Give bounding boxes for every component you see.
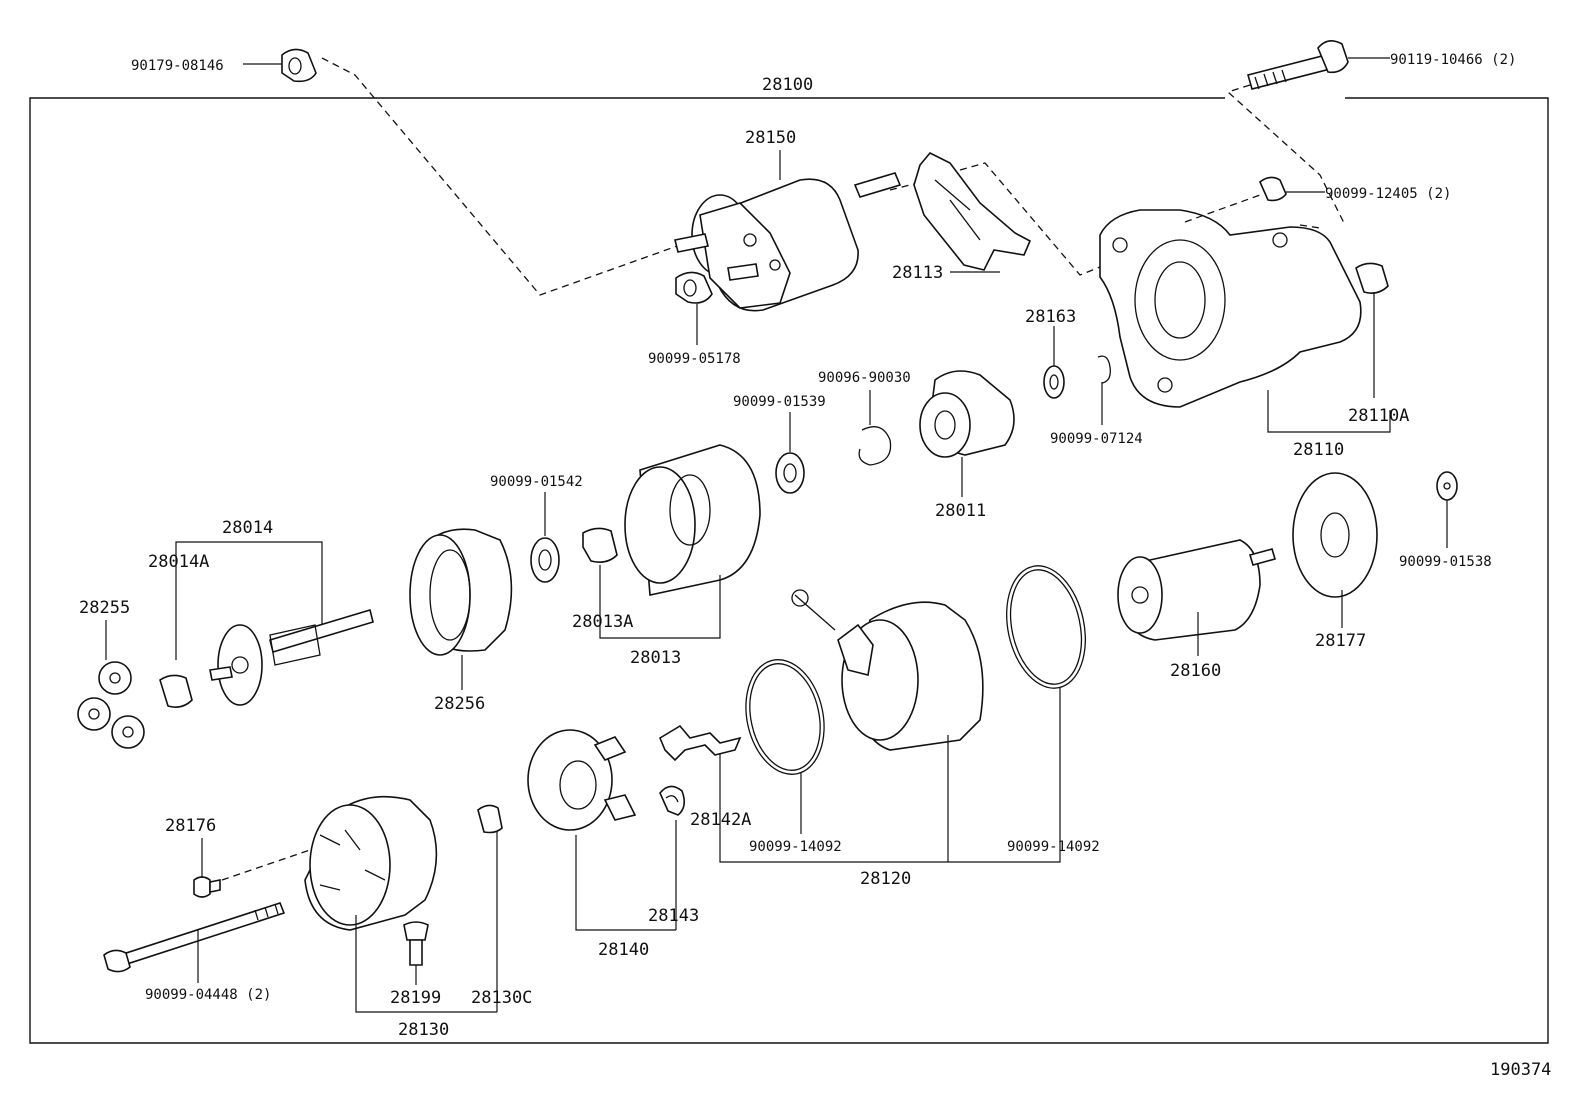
part-brush-holder-28140[interactable] [527, 729, 637, 831]
label-28014: 28014 [222, 518, 273, 538]
part-solenoid-28150[interactable] [674, 172, 902, 312]
label-90099-05178: 90099-05178 [648, 351, 741, 367]
part-contact-28113[interactable] [913, 152, 1032, 271]
part-shaft-28014[interactable] [209, 608, 374, 706]
label-28150: 28150 [745, 128, 796, 148]
part-snapring-90099-07124[interactable] [1097, 355, 1111, 384]
part-bushing-28014A[interactable] [159, 674, 193, 708]
part-bolt-90119-10466[interactable] [1247, 40, 1349, 90]
part-armature-28160[interactable] [1117, 539, 1277, 641]
label-90099-14092-right: 90099-14092 [1007, 839, 1100, 855]
label-28160: 28160 [1170, 661, 1221, 681]
part-washer-90099-01538[interactable] [1436, 471, 1458, 501]
part-nut-90099-05178[interactable] [675, 271, 713, 304]
part-washer-90099-01542[interactable] [530, 537, 560, 583]
label-28110: 28110 [1293, 440, 1344, 460]
label-28176: 28176 [165, 816, 216, 836]
assembly-frame [29, 97, 1549, 1044]
part-housing-28110[interactable] [1099, 209, 1362, 408]
part-cover-28177[interactable] [1292, 472, 1378, 598]
label-28014A: 28014A [148, 552, 209, 572]
label-90099-07124: 90099-07124 [1050, 431, 1143, 447]
label-28255: 28255 [79, 598, 130, 618]
part-spring-28143[interactable] [659, 785, 686, 816]
label-90099-04448: 90099-04448 (2) [145, 987, 271, 1003]
part-clutch-28011[interactable] [919, 370, 1015, 458]
label-28011: 28011 [935, 501, 986, 521]
part-nut-90099-12405[interactable] [1259, 176, 1287, 202]
part-yoke-28120[interactable] [791, 589, 984, 751]
label-28120: 28120 [860, 869, 911, 889]
part-nut-90179-08146[interactable] [281, 48, 317, 83]
label-90099-14092-left: 90099-14092 [749, 839, 842, 855]
part-bushing-28013A[interactable] [582, 527, 618, 563]
label-90099-12405: 90099-12405 (2) [1325, 186, 1451, 202]
label-28140: 28140 [598, 940, 649, 960]
label-28199: 28199 [390, 988, 441, 1008]
part-spring-28142A[interactable] [658, 724, 742, 762]
label-90179-08146: 90179-08146 [131, 58, 224, 74]
label-28163: 28163 [1025, 307, 1076, 327]
part-oring-90099-14092-right[interactable] [996, 558, 1096, 695]
label-28110A: 28110A [1348, 406, 1409, 426]
label-90096-90030: 90096-90030 [818, 370, 911, 386]
part-end-cover-28130[interactable] [304, 795, 438, 931]
label-90119-10466: 90119-10466 (2) [1390, 52, 1516, 68]
part-snapring-90096-90030[interactable] [858, 426, 892, 466]
part-bolt-28199[interactable] [403, 921, 429, 966]
label-28013A: 28013A [572, 612, 633, 632]
part-bolt-90099-04448[interactable] [103, 902, 286, 973]
label-28130C: 28130C [471, 988, 532, 1008]
diagram-id: 190374 [1490, 1060, 1551, 1080]
label-28142A: 28142A [690, 810, 751, 830]
label-28177: 28177 [1315, 631, 1366, 651]
part-washer-90099-01539[interactable] [775, 452, 805, 494]
label-28113: 28113 [892, 263, 943, 283]
label-28130: 28130 [398, 1020, 449, 1040]
label-28143: 28143 [648, 906, 699, 926]
part-oring-90099-14092-left[interactable] [736, 652, 834, 781]
part-planet-gears-28255[interactable] [77, 661, 145, 749]
label-28013: 28013 [630, 648, 681, 668]
label-90099-01538: 90099-01538 [1399, 554, 1492, 570]
label-90099-01542: 90099-01542 [490, 474, 583, 490]
part-motor-housing-28013[interactable] [624, 444, 761, 596]
part-screw-28176[interactable] [193, 876, 221, 898]
part-washer-28163[interactable] [1043, 365, 1065, 399]
label-90099-01539: 90099-01539 [733, 394, 826, 410]
part-ring-gear-28256[interactable] [409, 528, 513, 656]
label-28100: 28100 [762, 75, 813, 95]
part-bushing-28130C[interactable] [477, 804, 503, 834]
label-28256: 28256 [434, 694, 485, 714]
part-bushing-28110A[interactable] [1355, 262, 1389, 294]
